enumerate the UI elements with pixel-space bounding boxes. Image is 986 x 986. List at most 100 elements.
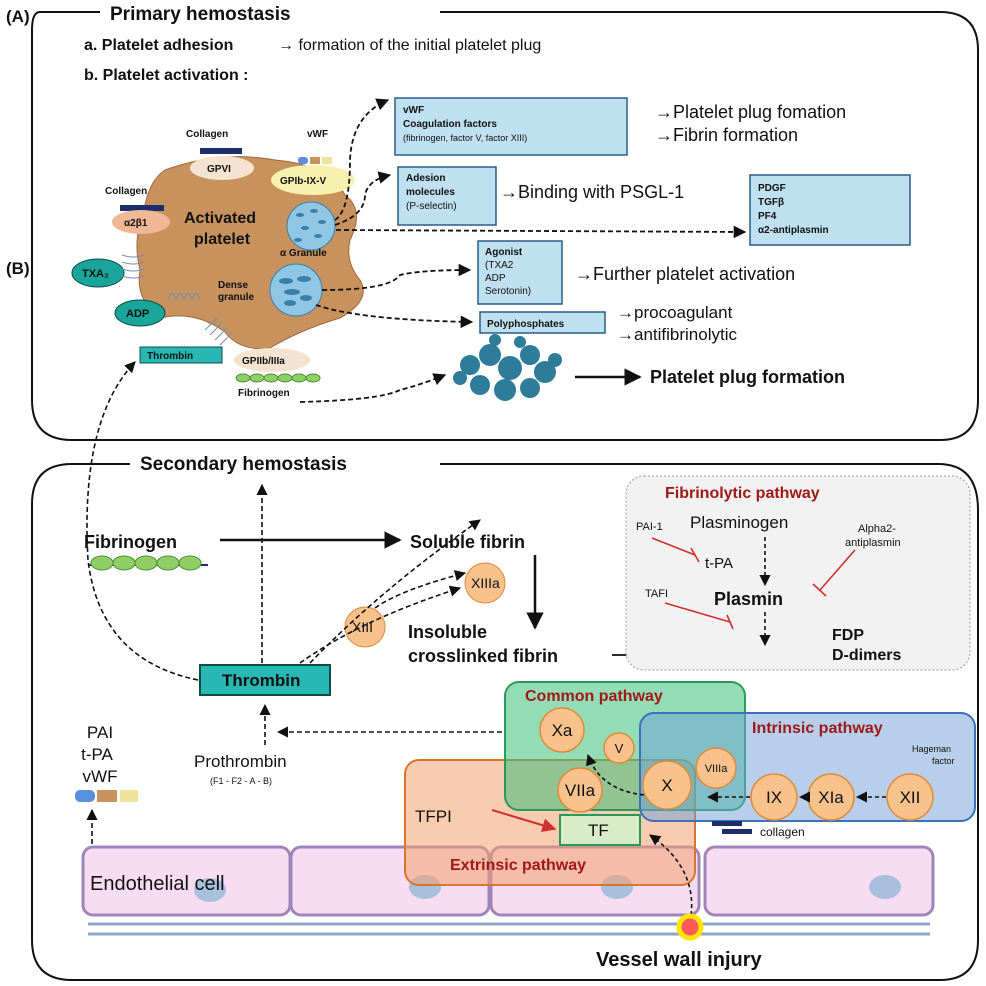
collagen-bar-1	[200, 148, 242, 154]
panel-a-frame	[31, 11, 979, 441]
thrombin-b-badge	[199, 664, 331, 696]
fdp-label: FDP	[832, 627, 864, 644]
growth-box-line-3: PF4	[758, 211, 777, 222]
txa2-ligand	[71, 258, 125, 288]
factor-v-label: V	[615, 741, 624, 756]
vwf-b-domain-3	[120, 790, 138, 802]
platelet-plug-cluster	[453, 334, 562, 401]
endo-factor-pai: PAI	[87, 723, 113, 742]
panel-a: (A) Primary hemostasis a. Platelet adhes…	[6, 4, 979, 441]
fibrinogen-chain-b	[90, 555, 202, 571]
platelet-label-1: Activated	[184, 210, 256, 227]
factor-xiii	[344, 606, 386, 648]
panel-b-title: Secondary hemostasis	[140, 454, 347, 475]
outcome-procoagulant: →procoagulant	[617, 303, 733, 322]
factor-viiia	[695, 747, 737, 789]
vwf-box-line-3: (fibrinogen, factor V, factor XIII)	[403, 133, 527, 143]
agonist-box-line-3: ADP	[485, 273, 506, 284]
tissue-factor	[559, 814, 641, 846]
tafi-label: TAFI	[645, 588, 668, 600]
thrombin-a-label: Thrombin	[147, 351, 193, 362]
factor-xia-label: XIa	[818, 788, 844, 807]
adp-ligand	[114, 299, 166, 327]
thrombin-arrows	[86, 361, 502, 860]
common-pathway-title: Common pathway	[525, 688, 663, 705]
thrombin-b-label: Thrombin	[222, 671, 300, 690]
prothrombin-label: Prothrombin	[194, 752, 287, 771]
vwf-coagulation-box	[394, 97, 628, 156]
a2b1-label: α2β1	[124, 218, 148, 229]
panel-b-frame	[31, 463, 979, 981]
panel-b-label: (B)	[6, 259, 30, 278]
outcome-psgl: →Binding with PSGL-1	[500, 182, 684, 202]
polyphosphates-label: Polyphosphates	[487, 319, 565, 330]
alpha-granule	[286, 201, 336, 251]
factor-xii	[886, 773, 934, 821]
gpvi-receptor	[190, 156, 254, 180]
factor-xii-label: XII	[900, 788, 921, 807]
insoluble-fibrin-label-2: crosslinked fibrin	[408, 646, 558, 666]
factor-viia	[557, 767, 603, 813]
vessel-injury-label: Vessel wall injury	[596, 949, 763, 971]
adhesion-box-line-1: Adesion	[406, 173, 445, 184]
inhibition-lines	[651, 537, 856, 630]
injury-site	[676, 913, 704, 941]
gpiib-label: GPIIb/IIIa	[242, 356, 285, 367]
txa2-label: TXA₂	[82, 268, 109, 280]
factor-viiia-label: VIIIa	[705, 763, 729, 775]
growth-box-line-4: α2-antiplasmin	[758, 225, 829, 236]
vwf-domain-2	[310, 157, 320, 164]
outcome-antifibrinolytic: →antifibrinolytic	[617, 325, 737, 344]
collagen-b-label: collagen	[760, 825, 805, 839]
factor-xa-label: Xa	[552, 721, 573, 740]
collagen-label-2: Collagen	[105, 186, 147, 197]
agonist-box	[477, 240, 563, 305]
hageman-label-1: Hageman	[912, 744, 951, 754]
alpha-granule-dots	[294, 209, 326, 242]
factor-viia-label: VIIa	[565, 781, 596, 800]
endo-factor-vwf: vWF	[83, 767, 118, 786]
gpib-label: GPIb-IX-V	[280, 176, 326, 187]
collagen-label-1: Collagen	[186, 129, 228, 140]
adhesion-description: → formation of the initial platelet plug	[278, 37, 541, 54]
fibrinolytic-title: Fibrinolytic pathway	[665, 485, 820, 502]
vwf-b-domain-1	[75, 790, 95, 802]
fibrinogen-label: Fibrinogen	[84, 532, 177, 552]
polyphosphates-box	[479, 311, 606, 334]
outcome-plug: →Platelet plug fomation	[655, 102, 846, 122]
gpib-receptor	[271, 165, 355, 195]
vwf-domain-1	[298, 157, 308, 164]
alpha2-label-2: antiplasmin	[845, 537, 901, 549]
collagen-bar-2	[120, 205, 164, 211]
plasminogen-label: Plasminogen	[690, 513, 788, 532]
fibrinogen-chain-a	[235, 373, 321, 383]
gpcr-receptors	[121, 254, 233, 346]
vwf-b-domain-2	[97, 790, 117, 802]
hageman-label-2: factor	[932, 756, 955, 766]
fibrinolytic-pathway-box	[625, 475, 971, 671]
adhesion-molecules-box	[397, 166, 497, 226]
adhesion-box-line-2: molecules	[406, 187, 455, 198]
activation-heading: b. Platelet activation :	[84, 67, 248, 84]
soluble-fibrin-label: Soluble fibrin	[410, 532, 525, 552]
factor-ix-label: IX	[766, 788, 782, 807]
outcome-fibrin: →Fibrin formation	[655, 125, 798, 145]
plasmin-label: Plasmin	[714, 589, 783, 609]
platelet-label-2: platelet	[194, 231, 251, 248]
insoluble-fibrin-label-1: Insoluble	[408, 622, 487, 642]
tissue-factor-label: TF	[588, 821, 609, 840]
vwf-box-line-2: Coagulation factors	[403, 119, 497, 130]
dense-granule-label-1: Dense	[218, 280, 248, 291]
coagulation-factors	[539, 707, 934, 821]
adhesion-heading: a. Platelet adhesion	[84, 37, 233, 54]
panel-b: (B) Secondary hemostasis Fibrinogen Solu…	[6, 259, 979, 981]
cascade-arrows	[585, 753, 886, 923]
alpha-granule-label: α Granule	[280, 248, 327, 259]
vwf-box-line-1: vWF	[403, 105, 424, 116]
agonist-box-line-4: Serotonin)	[485, 286, 531, 297]
prothrombin-subunits: (F1 - F2 - A - B)	[210, 776, 272, 786]
adhesion-box-line-3: (P-selectin)	[406, 201, 457, 212]
alpha2-label-1: Alpha2-	[858, 523, 896, 535]
agonist-box-line-2: (TXA2	[485, 260, 514, 271]
